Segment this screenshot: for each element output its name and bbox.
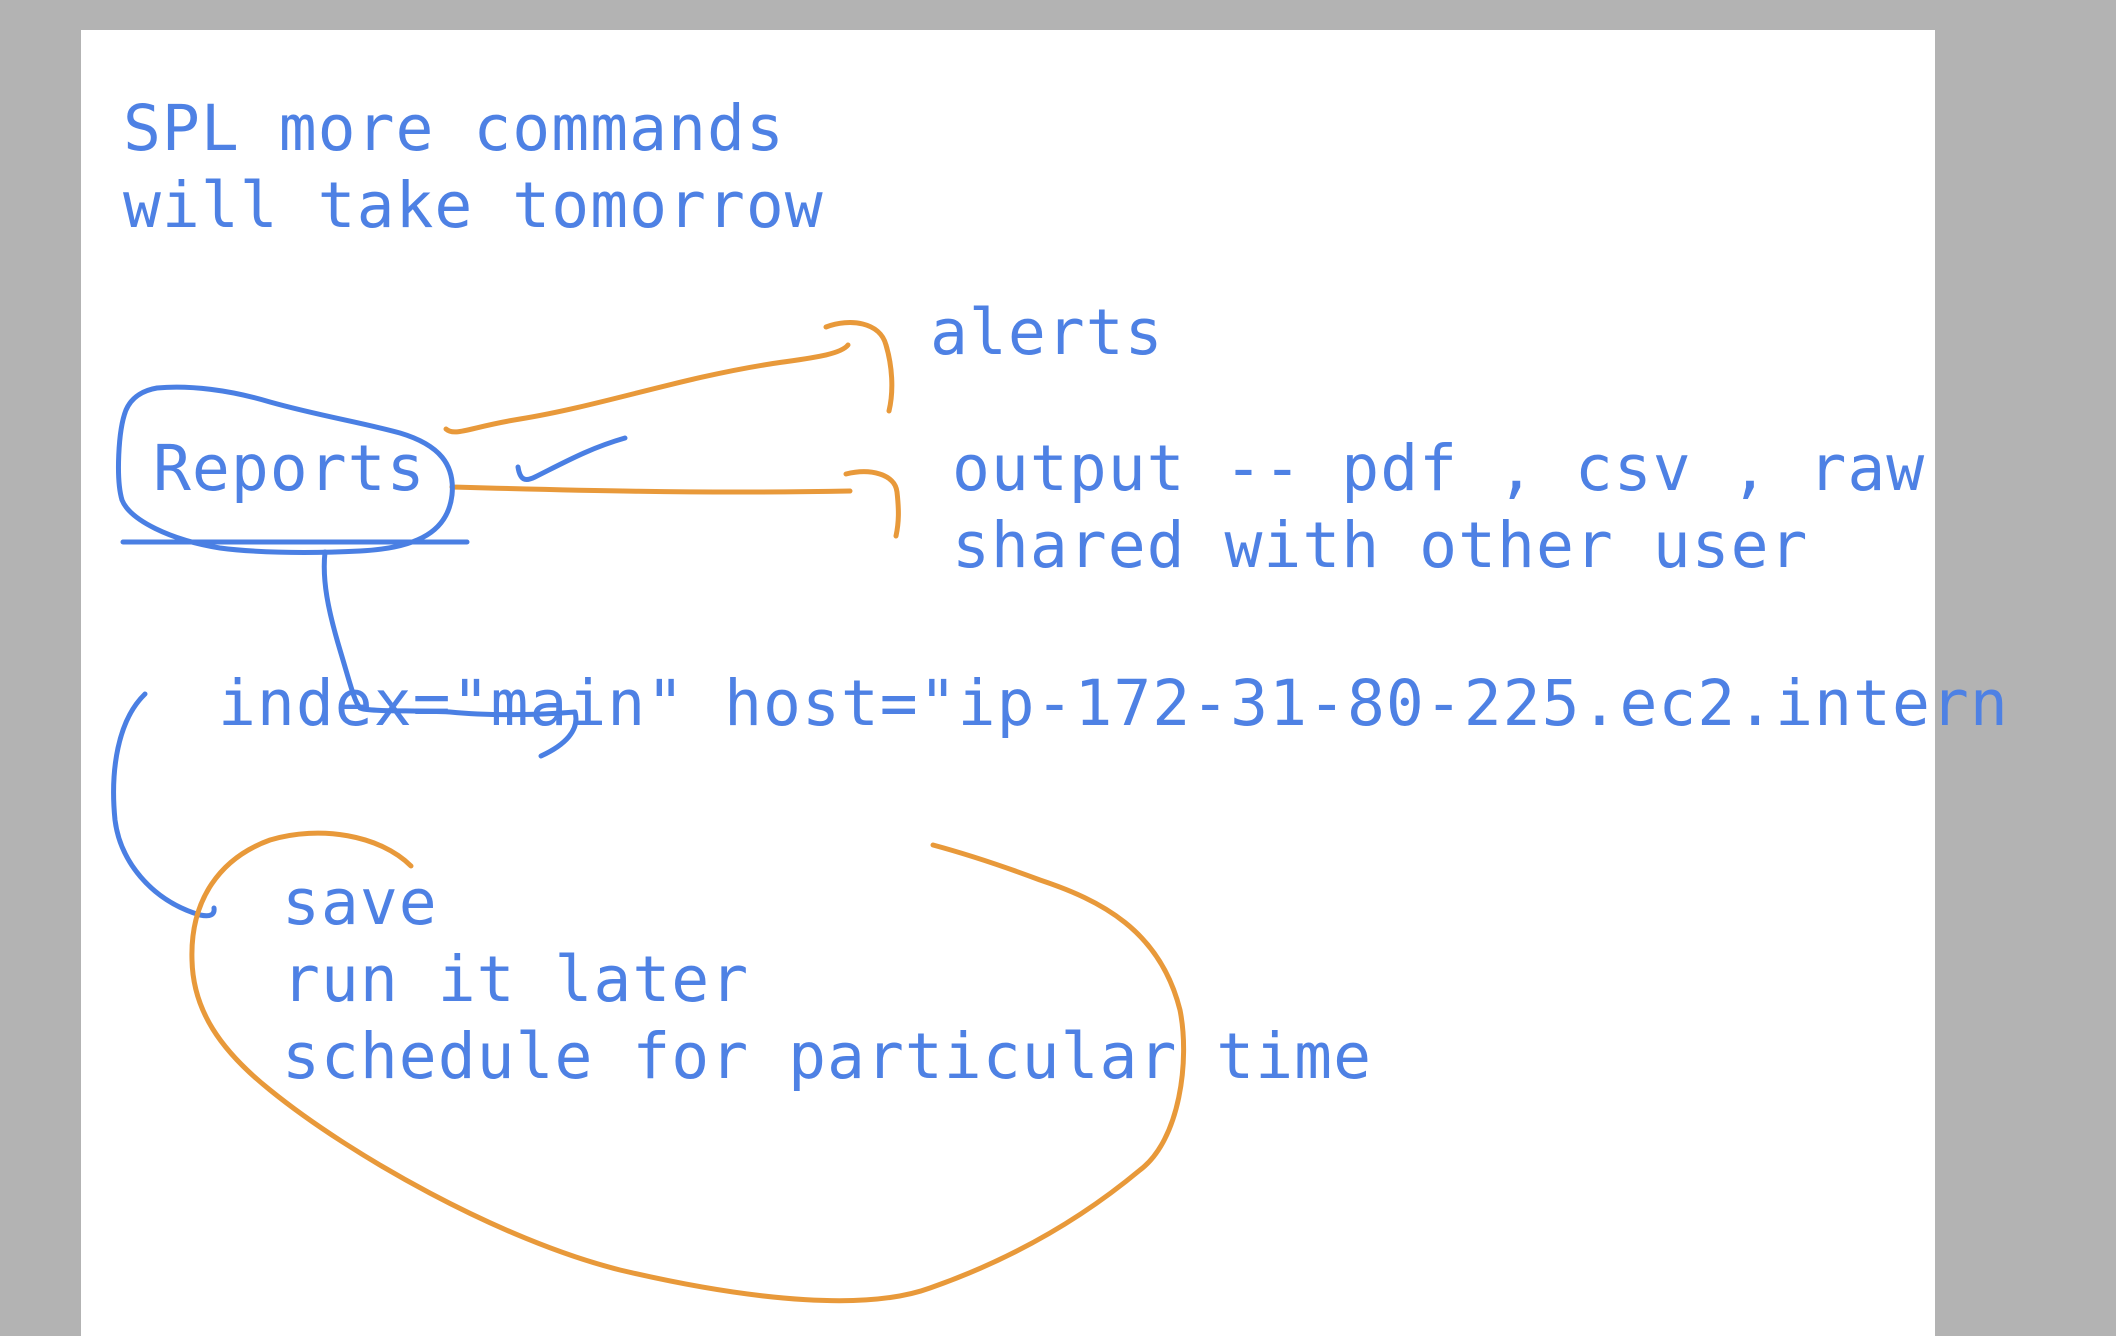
note-alerts: alerts [930,296,1164,369]
note-take-tomorrow: will take tomorrow [123,169,824,242]
note-output-formats: output -- pdf , csv , raw [952,432,1926,505]
note-search-query: index="main" host="ip-172-31-80-225.ec2.… [218,667,2009,740]
note-shared-with-user: shared with other user [952,509,1809,582]
note-spl-commands: SPL more commands [123,92,785,165]
note-run-later: run it later [282,943,750,1016]
note-reports: Reports [153,432,426,505]
note-schedule: schedule for particular time [282,1020,1373,1093]
note-save: save [282,866,438,939]
